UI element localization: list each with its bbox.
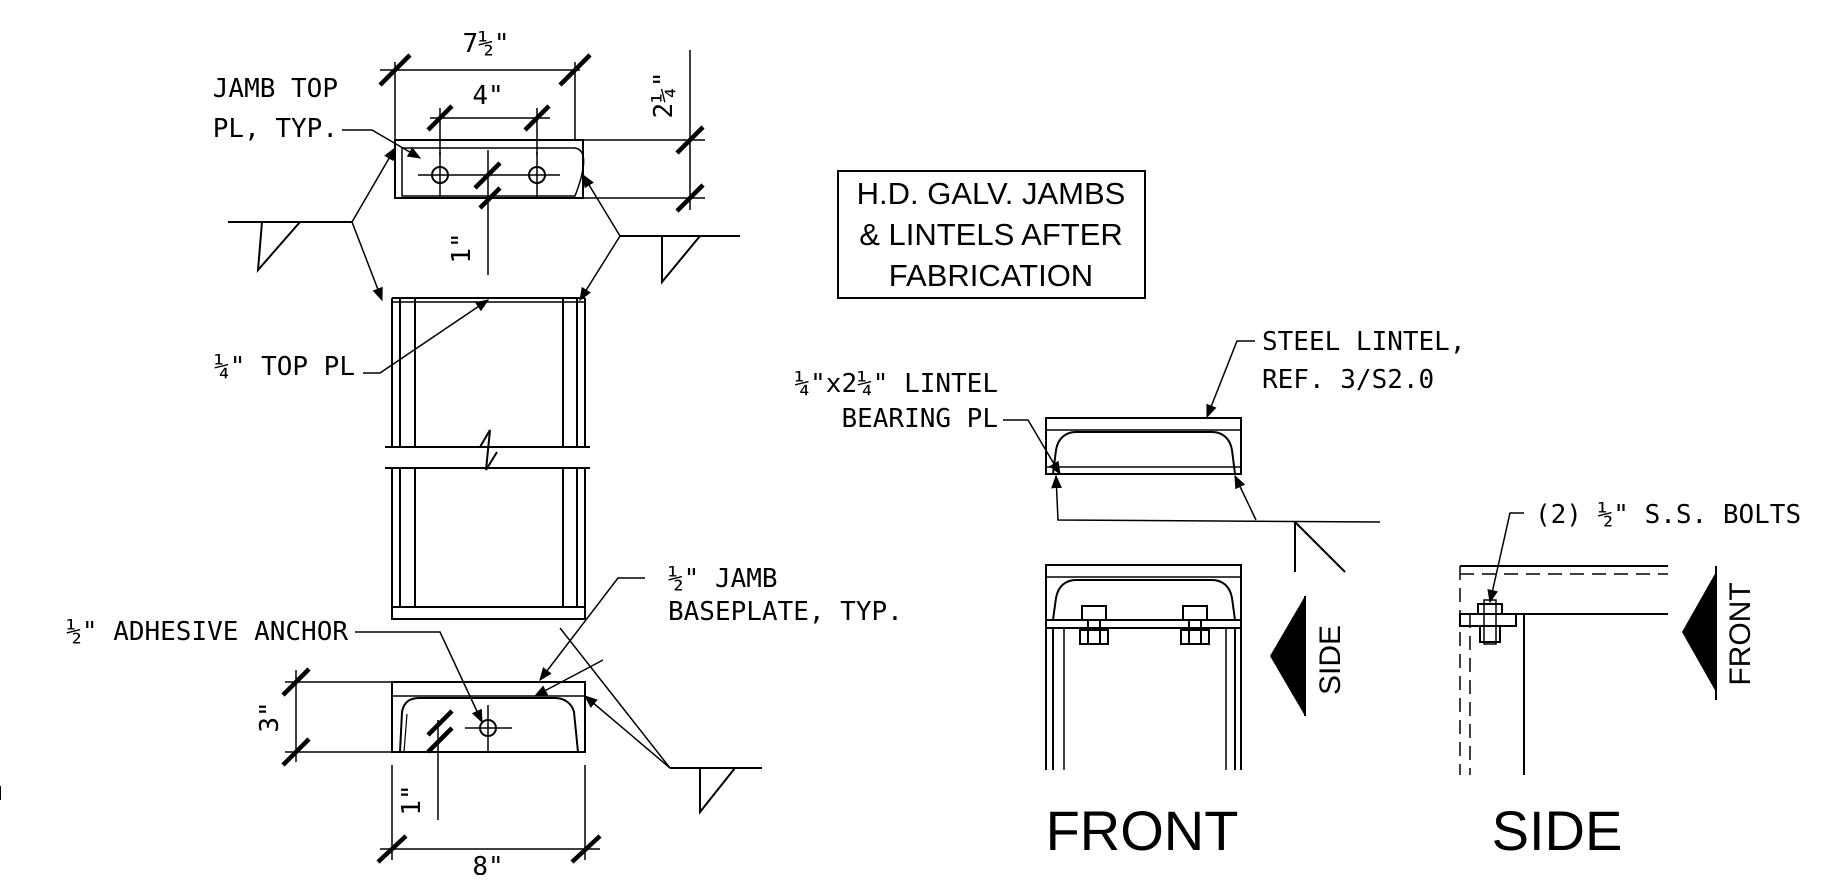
label-bearing-pl-line1: ¼"x2¼" LINTEL <box>795 369 999 399</box>
note-line1: H.D. GALV. JAMBS <box>857 176 1126 211</box>
baseplate-detail <box>391 627 762 815</box>
lintel-section <box>1045 417 1381 573</box>
view-title-side: SIDE <box>1492 799 1623 862</box>
label-steel-lintel-line2: REF. 3/S2.0 <box>1262 365 1434 395</box>
dimension-top-edge: 1" <box>447 161 502 264</box>
label-jamb-top-pl-line2: PL, TYP. <box>213 114 338 144</box>
dim-top-height: 2¼" <box>649 72 679 119</box>
dimension-base-edge: 1" <box>397 709 454 820</box>
dimension-base-width: 8" <box>376 765 602 880</box>
side-view <box>1459 565 1668 775</box>
dimension-top-height: 2¼" <box>583 50 705 213</box>
label-jamb-top-pl-line1: JAMB TOP <box>213 74 338 104</box>
jamb-top-detail <box>228 129 740 620</box>
dim-top-width: 7½" <box>463 29 510 59</box>
dim-base-width: 8" <box>472 852 503 875</box>
label-baseplate-line2: BASEPLATE, TYP. <box>668 597 903 627</box>
dimension-base-height: 3" <box>255 667 392 767</box>
view-title-front: FRONT <box>1046 799 1239 862</box>
note-line2: & LINTELS AFTER <box>859 217 1123 252</box>
jamb-column <box>385 297 590 620</box>
label-baseplate-line1: ½" JAMB <box>668 564 778 594</box>
note-line3: FABRICATION <box>889 258 1093 293</box>
label-bolts: (2) ½" S.S. BOLTS <box>1535 500 1801 530</box>
label-bearing-pl-line2: BEARING PL <box>841 404 998 434</box>
dim-base-edge: 1" <box>397 784 427 815</box>
side-view-arrow[interactable]: SIDE <box>1270 596 1347 716</box>
label-steel-lintel-line1: STEEL LINTEL, <box>1262 327 1466 357</box>
label-top-pl: ¼" TOP PL <box>214 352 355 382</box>
label-adhesive-anchor: ½" ADHESIVE ANCHOR <box>66 617 348 647</box>
dim-bolt-spacing: 4" <box>472 81 503 111</box>
dim-top-edge: 1" <box>447 232 477 263</box>
dimension-top-width: 7½" <box>378 29 592 140</box>
front-arrow-label: FRONT <box>1724 582 1757 685</box>
dim-base-height: 3" <box>255 701 285 732</box>
front-view <box>1045 564 1242 770</box>
dimension-bolt-spacing: 4" <box>426 81 551 155</box>
front-view-arrow[interactable]: FRONT <box>1682 566 1757 700</box>
galvanizing-note: H.D. GALV. JAMBS & LINTELS AFTER FABRICA… <box>837 170 1146 299</box>
bolt-assembly <box>1079 605 1210 645</box>
side-arrow-label: SIDE <box>1314 625 1347 695</box>
